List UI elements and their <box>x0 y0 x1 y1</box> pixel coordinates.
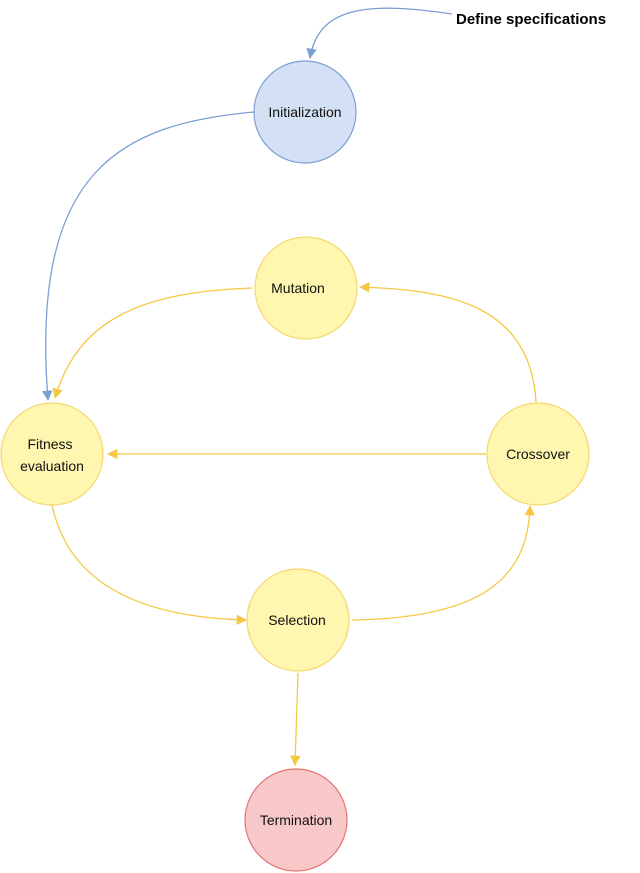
edge-mutation-to-fitness <box>52 287 253 399</box>
selection-circle <box>246 568 350 672</box>
fitness-label-line2: evaluation <box>20 458 84 474</box>
selection-label: Selection <box>268 612 326 628</box>
termination-label: Termination <box>260 812 332 828</box>
node-termination: Termination <box>244 768 348 872</box>
fitness-label-line1: Fitness <box>27 436 72 452</box>
initialization-label: Initialization <box>268 104 341 120</box>
node-mutation: Mutation <box>254 236 358 340</box>
edge-selection-to-crossover <box>351 504 535 621</box>
node-fitness-evaluation: Fitness evaluation <box>0 402 104 506</box>
crossover-circle <box>486 402 590 506</box>
node-initialization: Initialization <box>253 60 357 164</box>
mutation-label: Mutation <box>271 280 325 296</box>
define-specifications-label: Define specifications <box>456 11 606 28</box>
mutation-circle <box>254 236 358 340</box>
crossover-label: Crossover <box>506 446 570 462</box>
edge-crossover-to-mutation <box>358 282 537 403</box>
termination-circle <box>244 768 348 872</box>
node-selection: Selection <box>246 568 350 672</box>
edge-specifications-to-initialization <box>306 7 453 60</box>
edge-selection-to-termination <box>290 672 301 767</box>
edge-initialization-to-fitness <box>42 111 255 402</box>
node-crossover: Crossover <box>486 402 590 506</box>
edge-fitness-to-selection <box>51 504 248 625</box>
initialization-circle <box>253 60 357 164</box>
fitness-circle <box>0 402 104 506</box>
